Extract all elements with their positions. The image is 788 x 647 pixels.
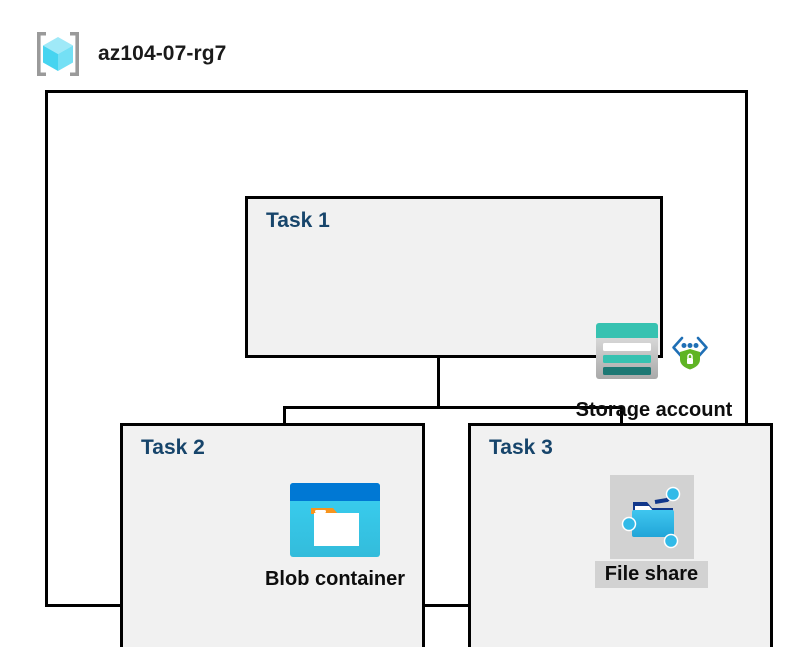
file-share-caption: File share xyxy=(594,561,709,588)
secure-endpoint-shield-icon xyxy=(667,327,713,379)
connector-horizontal-bar xyxy=(283,406,623,409)
task-2-label: Task 2 xyxy=(141,436,205,459)
connector-trunk xyxy=(437,358,440,409)
file-share-icon xyxy=(609,475,694,559)
task-1-label: Task 1 xyxy=(266,209,330,232)
resource-group-container: Task 1 xyxy=(45,90,773,647)
blob-container-caption: Blob container xyxy=(264,568,405,590)
task-2-box[interactable]: Task 2 xyxy=(120,423,425,647)
blob-container-icon xyxy=(289,482,381,563)
task-1-box[interactable]: Task 1 xyxy=(245,196,732,421)
storage-account-node[interactable]: Storage account xyxy=(520,317,788,424)
storage-account-caption: Storage account xyxy=(575,399,733,421)
task-3-box[interactable]: Task 3 xyxy=(468,423,773,647)
blob-container-icon-group xyxy=(289,482,381,558)
file-share-icon-group xyxy=(609,475,694,559)
resource-group-icon xyxy=(32,28,84,80)
storage-account-icon-group xyxy=(595,317,713,389)
resource-group-header: az104-07-rg7 xyxy=(32,28,226,80)
resource-group-title: az104-07-rg7 xyxy=(98,42,227,65)
task-3-label: Task 3 xyxy=(489,436,553,459)
storage-account-icon xyxy=(595,322,659,385)
file-share-node[interactable]: File share xyxy=(559,475,744,588)
blob-container-node[interactable]: Blob container xyxy=(235,482,435,593)
